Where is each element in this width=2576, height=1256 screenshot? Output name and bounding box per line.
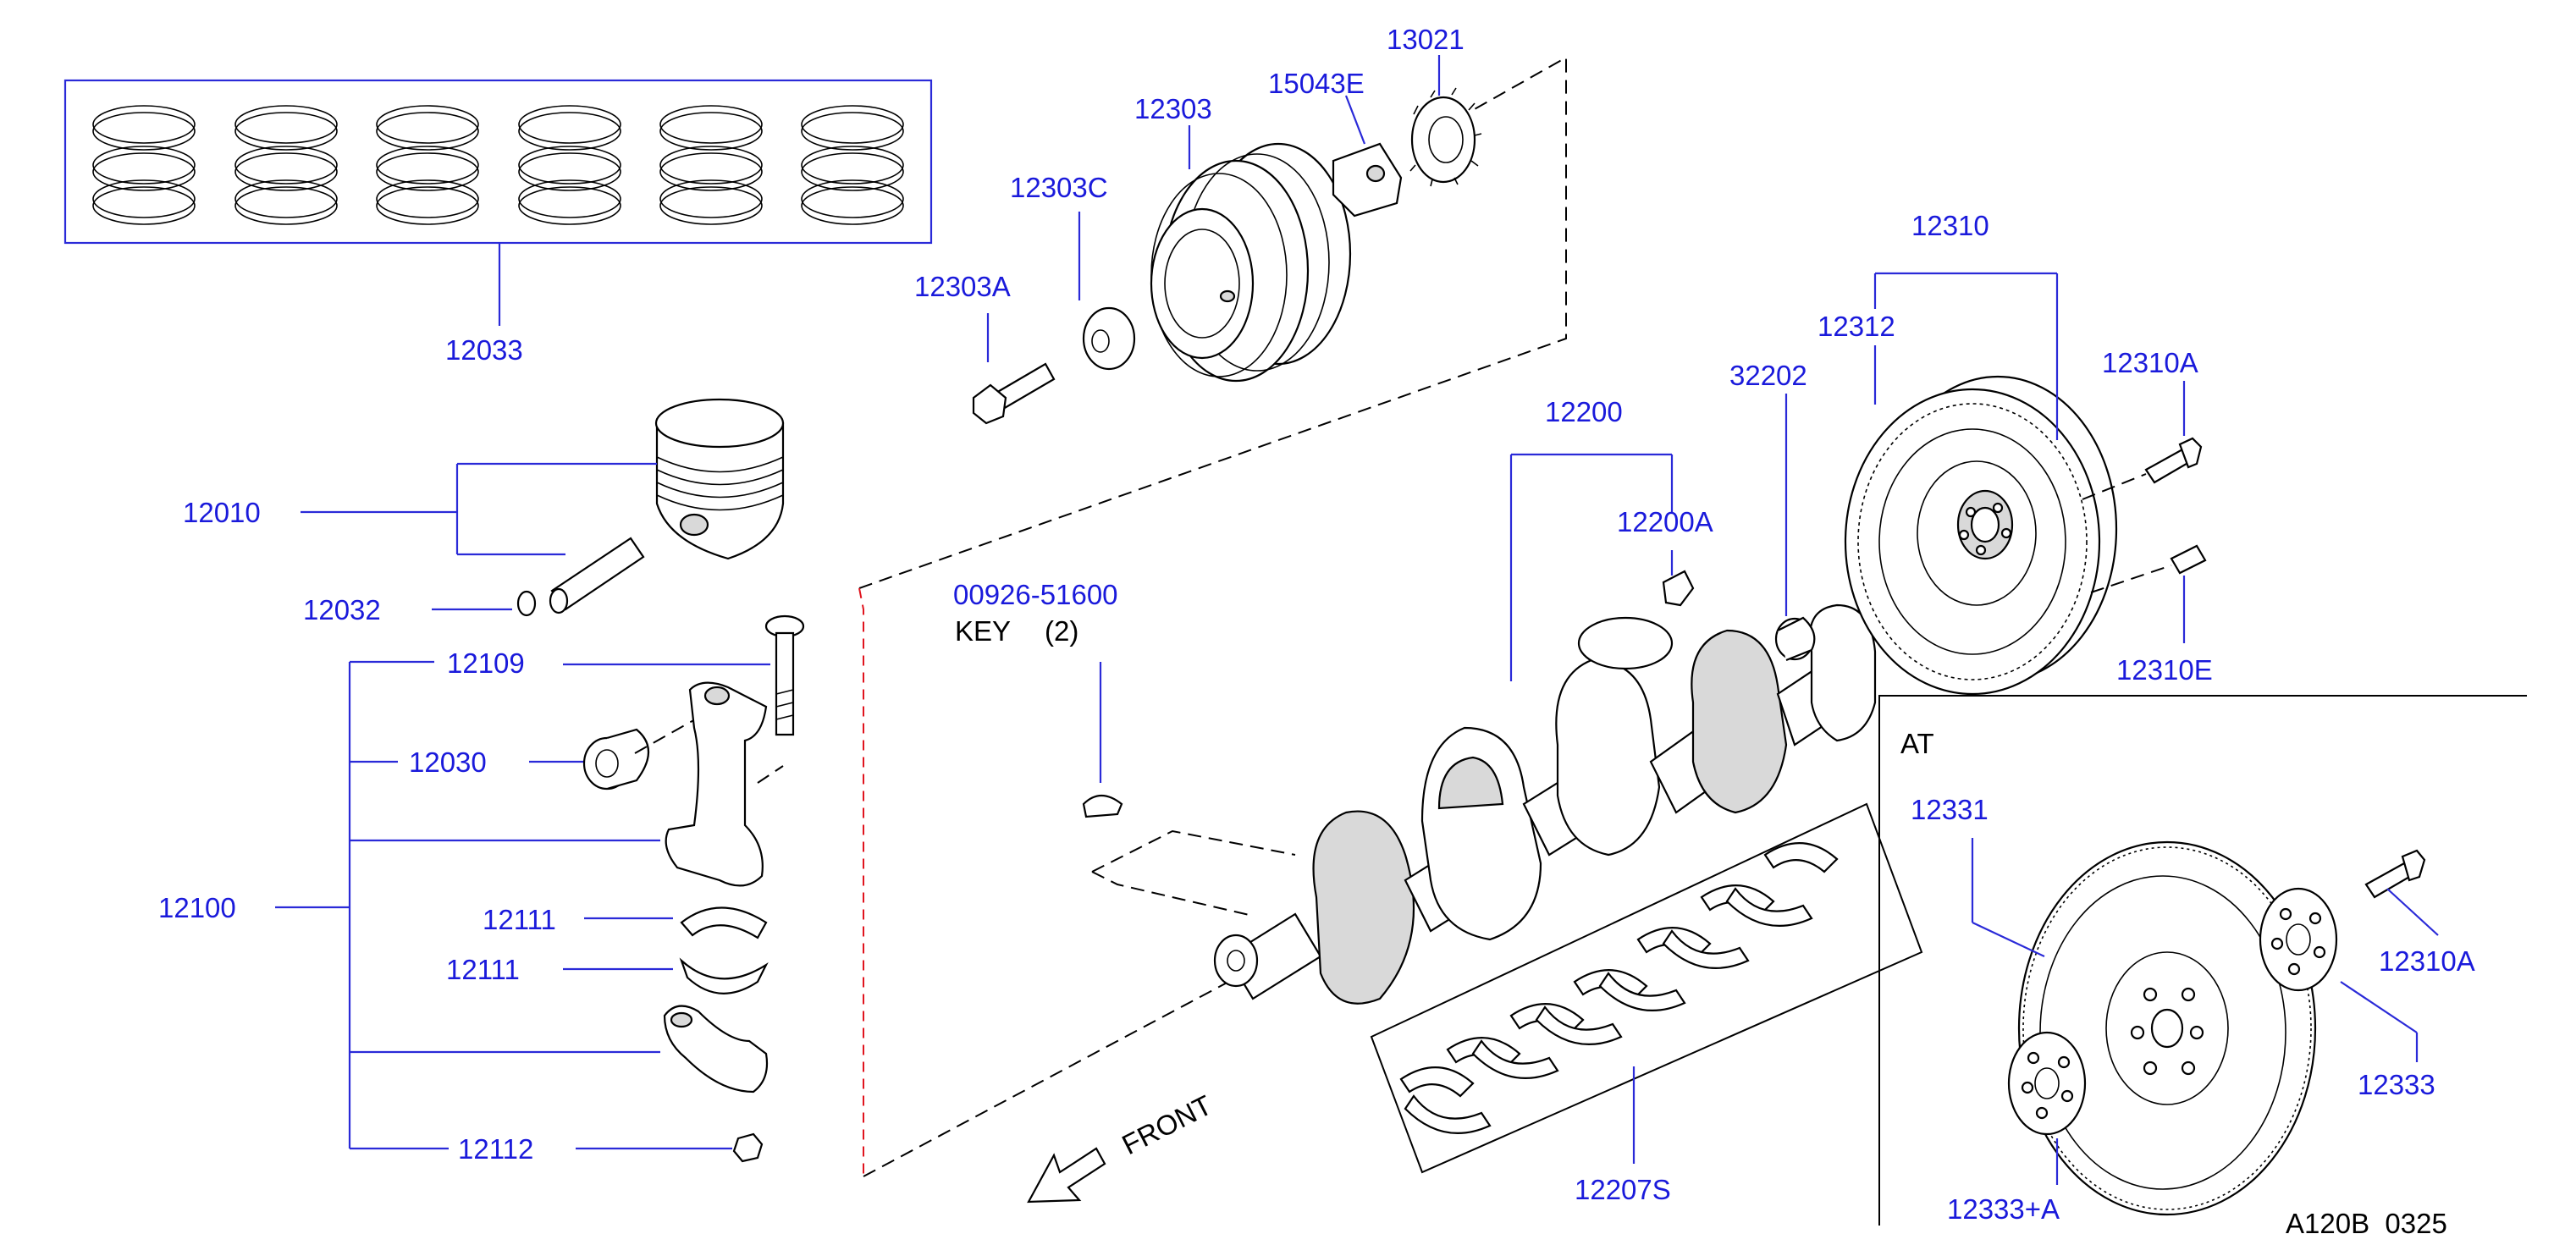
main-bearing-set bbox=[1370, 802, 1923, 1174]
at-leaders bbox=[1971, 838, 2439, 1185]
front-arrow-icon bbox=[1027, 1147, 1106, 1204]
flywheel-dowel bbox=[2170, 544, 2207, 575]
label-12200A: 12200A bbox=[1617, 506, 1713, 537]
snap-ring bbox=[516, 590, 537, 617]
label-12010: 12010 bbox=[183, 497, 261, 528]
flywheel bbox=[1844, 375, 2118, 696]
crank-sprocket bbox=[1409, 87, 1482, 187]
label-key: KEY bbox=[955, 615, 1011, 647]
label-key-qty: (2) bbox=[1045, 615, 1078, 647]
crankshaft-leaders bbox=[1509, 394, 1788, 681]
rod-bearing-lower bbox=[679, 957, 769, 994]
flywheel-leaders bbox=[1873, 272, 2186, 643]
label-12033: 12033 bbox=[445, 334, 523, 366]
piston bbox=[654, 398, 785, 560]
pulley-bolt bbox=[972, 362, 1056, 425]
label-12303A: 12303A bbox=[914, 271, 1011, 302]
label-12333: 12333 bbox=[2358, 1069, 2435, 1100]
rod-bolt bbox=[764, 614, 805, 736]
label-12109: 12109 bbox=[447, 647, 525, 679]
at-section-frame bbox=[1878, 695, 2527, 1226]
label-12207S: 12207S bbox=[1575, 1174, 1671, 1205]
connecting-rod bbox=[665, 681, 768, 887]
piston-pin bbox=[549, 537, 645, 614]
pulley-leaders bbox=[986, 55, 1441, 362]
label-32202: 32202 bbox=[1729, 360, 1807, 391]
piston-ring-set bbox=[63, 79, 933, 326]
label-00926-51600: 00926-51600 bbox=[953, 579, 1118, 610]
label-12111-upper: 12111 bbox=[483, 904, 556, 935]
label-12333A: 12333+A bbox=[1947, 1193, 2060, 1225]
label-12100: 12100 bbox=[158, 892, 236, 923]
label-12112: 12112 bbox=[458, 1133, 533, 1165]
rod-nut bbox=[732, 1132, 764, 1163]
rod-cap bbox=[663, 1005, 769, 1093]
label-12303C: 12303C bbox=[1010, 172, 1108, 203]
label-12200: 12200 bbox=[1545, 396, 1623, 427]
label-12310A-at: 12310A bbox=[2379, 945, 2475, 977]
label-12032: 12032 bbox=[303, 594, 381, 625]
crank-pulley bbox=[1150, 142, 1352, 383]
flywheel-bolt bbox=[2144, 437, 2203, 484]
pilot-bushing-32202 bbox=[1774, 616, 1816, 662]
label-front: FRONT bbox=[1117, 1089, 1216, 1161]
rod-bearing-upper bbox=[680, 906, 768, 939]
reinforcement-plate-front bbox=[2007, 1031, 2087, 1136]
label-12312: 12312 bbox=[1818, 311, 1895, 342]
label-12310: 12310 bbox=[1911, 210, 1989, 241]
label-12331: 12331 bbox=[1911, 794, 1989, 825]
pulley-washer bbox=[1082, 306, 1136, 371]
crankshaft bbox=[1213, 603, 1877, 1005]
label-13021: 13021 bbox=[1387, 24, 1465, 55]
pilot-bushing-12200A bbox=[1662, 570, 1695, 607]
drive-plate bbox=[2017, 840, 2317, 1216]
woodruff-key bbox=[1082, 794, 1123, 818]
label-at: AT bbox=[1900, 728, 1934, 759]
label-12310E: 12310E bbox=[2116, 654, 2213, 686]
label-15043E: 15043E bbox=[1268, 68, 1365, 99]
label-12310A: 12310A bbox=[2102, 347, 2198, 378]
label-12111-lower: 12111 bbox=[446, 954, 520, 985]
label-12030: 12030 bbox=[409, 746, 487, 778]
small-end-bushing bbox=[582, 728, 649, 791]
label-12303: 12303 bbox=[1134, 93, 1212, 124]
crank-key-spacer bbox=[1332, 142, 1403, 218]
connecting-rod-leaders bbox=[275, 660, 770, 1150]
drive-plate-bolt bbox=[2364, 849, 2426, 899]
leader-12010 bbox=[301, 462, 657, 611]
diagram-code: A120B 0325 bbox=[2286, 1208, 2447, 1239]
reinforcement-plate-rear bbox=[2259, 887, 2338, 992]
